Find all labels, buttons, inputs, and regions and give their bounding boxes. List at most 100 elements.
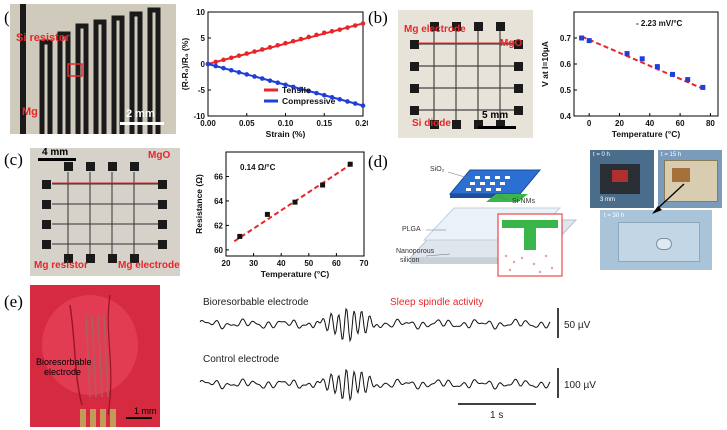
photo-b-diode-array: Mg electrode MgO Si diode 5 mm [398,10,533,138]
legend-label: Compressive [282,96,336,106]
fit-line [581,35,707,91]
x-tick-label: 40 [277,259,286,268]
data-point [267,78,273,83]
data-point [586,38,592,44]
x-tick-label: 0.05 [239,119,255,128]
x-tick-label: 0.10 [278,119,294,128]
electrode-label: electrode [44,367,82,377]
spindle-label: Sleep spindle activity [390,297,484,308]
x-tick-label: 60 [676,119,685,128]
eeg-traces: 50 µV 100 µV 1 s [199,307,596,421]
photo-c-resistor-array: 4 mm MgO Mg resistor Mg electrode [30,148,180,276]
scale-bar-label-c: 4 mm [42,148,69,158]
y-tick-label: 5 [201,34,206,43]
data-point [213,59,219,65]
data-point [283,82,288,88]
bioresorbable-label: Bioresorbable [36,357,92,367]
data-point [314,32,319,38]
mgo-label-b: MgO [500,38,523,49]
data-point [252,49,257,54]
photo-a-device: Si resistor Mg 2 mm [10,4,176,134]
eeg-trace-control [199,368,551,402]
y-tick-label: -10 [193,112,205,121]
mg-label: Mg [22,106,38,118]
nanoporous-label: Nanoporous [396,248,435,255]
t15-label: t = 15 h [661,152,682,158]
mgo-label-c: MgO [148,150,171,161]
data-point [345,99,350,104]
chart-annotation: 0.14 Ω/°C [240,163,276,172]
data-point [639,56,645,62]
data-point [221,57,226,63]
panel-letter-b: (b) [368,8,388,27]
data-point [244,72,250,77]
data-point [290,38,296,44]
data-point [360,103,366,108]
data-point [685,77,691,83]
data-point [213,63,219,69]
y-tick-label: 60 [214,246,223,255]
x-tick-label: 30 [249,259,258,268]
eeg-trace-bioresorbable [199,307,551,343]
data-point [259,76,265,81]
chart-annotation: - 2.23 mV/°C [636,19,683,28]
data-point [352,23,358,28]
y-tick-label: 0.4 [560,112,572,121]
data-point [236,53,242,58]
scale-label-1s: 1 s [490,410,503,421]
data-point [264,211,270,217]
x-tick-label: 50 [304,259,313,268]
panel-letter-d: (d) [368,152,388,171]
data-point [259,47,265,52]
data-point [306,88,312,94]
data-point [320,182,326,188]
x-tick-label: 70 [360,259,369,268]
data-point [221,65,226,71]
data-point [337,27,343,32]
data-point [298,36,304,42]
y-axis-label: (R-R₀)/R₀ (%) [180,38,190,91]
mg-electrode-label-b: Mg electrode [404,24,466,35]
panel-letter-c: (c) [4,150,23,169]
data-point [579,35,585,41]
y-tick-label: 0.5 [560,86,572,95]
data-point [700,84,706,90]
legend-label: Tensile [282,85,311,95]
y-tick-label: -5 [198,86,206,95]
data-point [670,71,676,77]
data-point [347,161,353,167]
t30-label: t = 30 h [604,213,625,219]
mg-electrode-label-c: Mg electrode [118,260,180,271]
data-point [345,25,350,30]
data-point [236,70,242,75]
mg-resistor-label: Mg resistor [34,260,88,271]
photo-d-t30: t = 30 h [600,210,712,270]
y-tick-label: 66 [214,172,223,181]
x-tick-label: 0.00 [200,119,216,128]
data-point [321,92,327,98]
x-tick-label: 20 [615,119,624,128]
x-tick-label: 40 [645,119,654,128]
scale-label-100uv: 100 µV [564,380,596,391]
x-tick-label: 20 [222,259,231,268]
x-tick-label: 0 [587,119,592,128]
data-point [237,233,243,239]
data-point [292,199,298,205]
plga-label: PLGA [402,226,421,233]
arrow-d [652,183,685,214]
x-axis-label: Temperature (°C) [261,269,330,279]
t0-label: t = 0 h [593,152,610,158]
silicon-label: silicon [400,257,420,264]
diagram-d-layers: SiO₂ Si-NMs PLGA Nanoporous silicon [390,150,585,280]
si-nms-label: Si-NMs [512,198,535,205]
data-point [283,40,288,46]
si-diode-label: Si diode [412,118,451,129]
scale-bar-label-a: 2 mm [126,108,155,120]
scale-bar-label-e: 1 mm [134,406,157,416]
y-axis-label: V at I=10µA [540,41,550,87]
y-tick-label: 0.7 [560,34,572,43]
y-axis-label: Resistance (Ω) [194,174,204,234]
data-point [267,45,273,50]
